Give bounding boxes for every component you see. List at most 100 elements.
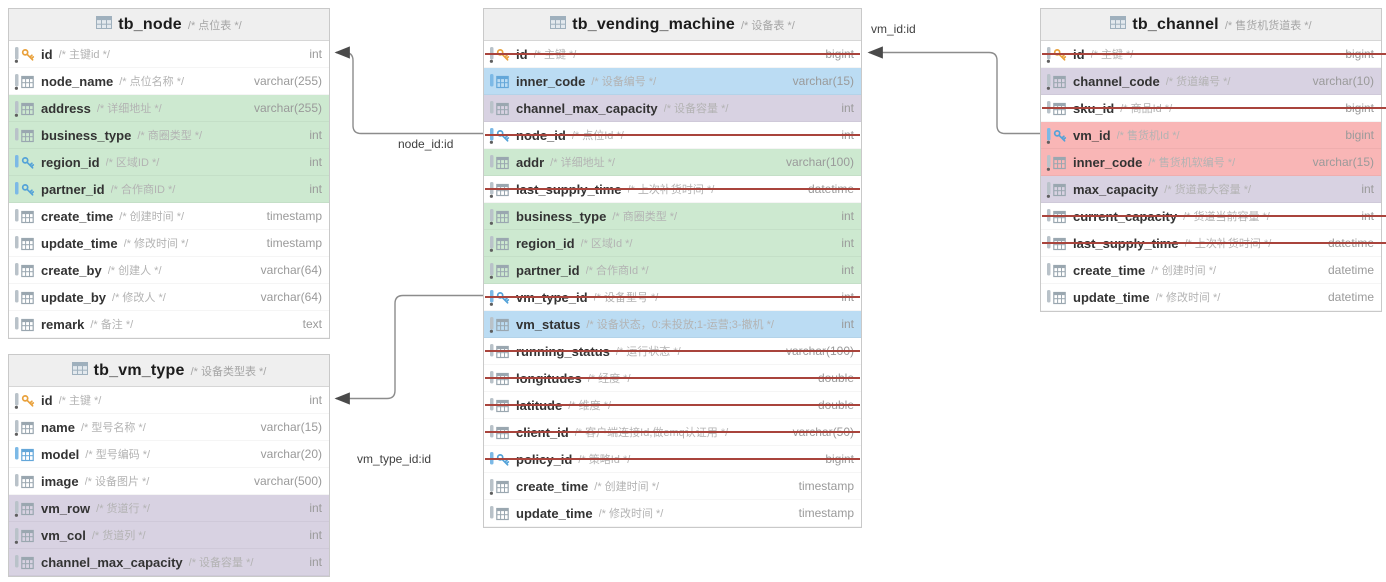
field-row-update_by[interactable]: update_by/* 修改人 */varchar(64) xyxy=(9,284,329,311)
column-icon xyxy=(489,316,513,333)
field-name: channel_code xyxy=(1073,73,1160,89)
field-name: business_type xyxy=(516,208,607,224)
field-type: int xyxy=(309,155,322,169)
table-title: tb_vm_type xyxy=(93,361,185,379)
field-row-channel_code[interactable]: channel_code /* 货道编号 */ varchar(10) xyxy=(1041,68,1381,95)
field-row-model[interactable]: model/* 型号编码 */varchar(20) xyxy=(9,441,329,468)
field-row-id[interactable]: id/* 主键 */int xyxy=(9,387,329,414)
column-icon xyxy=(1046,100,1070,117)
table-header[interactable]: tb_channel /* 售货机货道表 */ xyxy=(1041,9,1381,41)
field-row-update_time[interactable]: update_time/* 修改时间 */timestamp xyxy=(9,230,329,257)
relation-line-vm[interactable] xyxy=(867,46,1040,135)
field-comment: /* 合作商ID */ xyxy=(110,184,176,196)
field-row-vm_col[interactable]: vm_col/* 货道列 */int xyxy=(9,522,329,549)
relation-line-vm-type[interactable] xyxy=(334,294,483,405)
field-type: varchar(10) xyxy=(1312,74,1374,88)
field-comment: /* 区域Id */ xyxy=(580,238,633,250)
field-row-vm_type_id[interactable]: vm_type_id/* 设备型号 */int xyxy=(484,284,861,311)
column-icon xyxy=(14,419,38,436)
field-type: int xyxy=(841,290,854,304)
field-type: int xyxy=(1361,182,1374,196)
relation-label-vm_id: vm_id:id xyxy=(871,22,916,36)
field-type: int xyxy=(309,501,322,515)
field-row-inner_code[interactable]: inner_code/* 售货机软编号 */varchar(15) xyxy=(1041,149,1381,176)
field-row-node_id[interactable]: node_id/* 点位Id */int xyxy=(484,122,861,149)
column-icon xyxy=(489,397,513,414)
field-name: business_type xyxy=(41,127,132,143)
field-row-id[interactable]: id/* 主键 */bigint xyxy=(484,41,861,68)
field-row-create_time[interactable]: create_time/* 创建时间 */timestamp xyxy=(484,473,861,500)
field-type: timestamp xyxy=(266,236,322,250)
field-name: inner_code xyxy=(516,73,586,89)
field-comment: /* 设备图片 */ xyxy=(84,476,150,488)
field-name: update_by xyxy=(41,289,107,305)
field-row-current_capacity[interactable]: current_capacity/* 货道当前容量 */int xyxy=(1041,203,1386,230)
field-type: bigint xyxy=(825,47,854,61)
field-comment: /* 设备编号 */ xyxy=(591,76,657,88)
field-row-longitudes[interactable]: longitudes/* 经度 */double xyxy=(484,365,861,392)
field-row-channel_max_capacity[interactable]: channel_max_capacity/* 设备容量 */int xyxy=(484,95,861,122)
field-name: last_supply_time xyxy=(1073,235,1179,251)
field-name: vm_col xyxy=(41,527,86,543)
table-header[interactable]: tb_node /* 点位表 */ xyxy=(9,9,329,41)
field-comment: /* 创建时间 */ xyxy=(1151,265,1217,277)
field-row-node_name[interactable]: node_name/* 点位名称 */varchar(255) xyxy=(9,68,329,95)
table-tb_vending_machine[interactable]: tb_vending_machine /* 设备表 */ id/* 主键 */b… xyxy=(483,8,862,528)
field-comment: /* 货道行 */ xyxy=(96,503,150,515)
field-row-business_type[interactable]: business_type/* 商圈类型 */int xyxy=(9,122,329,149)
field-name: region_id xyxy=(516,235,575,251)
field-row-address[interactable]: address/* 详细地址 */varchar(255) xyxy=(9,95,329,122)
field-row-vm_id[interactable]: vm_id/* 售货机Id */bigint xyxy=(1041,122,1381,149)
field-row-last_supply_time[interactable]: last_supply_time/* 上次补货时间 */datetime xyxy=(484,176,861,203)
field-row-sku_id[interactable]: sku_id/* 商品Id */bigint xyxy=(1041,95,1386,122)
field-row-update_time[interactable]: update_time/* 修改时间 */datetime xyxy=(1041,284,1381,311)
field-row-running_status[interactable]: running_status/* 运行状态 */varchar(100) xyxy=(484,338,861,365)
field-row-remark[interactable]: remark/* 备注 */text xyxy=(9,311,329,338)
table-header[interactable]: tb_vm_type /* 设备类型表 */ xyxy=(9,355,329,387)
field-comment: /* 型号编码 */ xyxy=(85,449,151,461)
field-row-vm_row[interactable]: vm_row/* 货道行 */int xyxy=(9,495,329,522)
table-title: tb_vending_machine xyxy=(572,15,735,33)
field-row-vm_status[interactable]: vm_status/* 设备状态，0:未投放;1-运营;3-撤机 */int xyxy=(484,311,861,338)
field-row-id[interactable]: id/* 主键 */bigint xyxy=(1041,41,1386,68)
field-comment: /* 主键 */ xyxy=(533,49,577,61)
field-row-policy_id[interactable]: policy_id/* 策略Id */bigint xyxy=(484,446,861,473)
table-header[interactable]: tb_vending_machine /* 设备表 */ xyxy=(484,9,861,41)
field-comment: /* 点位名称 */ xyxy=(119,76,185,88)
field-row-inner_code[interactable]: inner_code/* 设备编号 */varchar(15) xyxy=(484,68,861,95)
field-comment: /* 货道当前容量 */ xyxy=(1183,211,1270,223)
field-row-create_time[interactable]: create_time/* 创建时间 */datetime xyxy=(1041,257,1381,284)
field-row-latitude[interactable]: latitude/* 维度 */double xyxy=(484,392,861,419)
field-type: int xyxy=(309,128,322,142)
field-row-region_id[interactable]: region_id/* 区域ID */int xyxy=(9,149,329,176)
field-row-business_type[interactable]: business_type/* 商圈类型 */int xyxy=(484,203,861,230)
field-row-region_id[interactable]: region_id/* 区域Id */int xyxy=(484,230,861,257)
field-row-channel_max_capacity[interactable]: channel_max_capacity/* 设备容量 */int xyxy=(9,549,329,576)
field-name: region_id xyxy=(41,154,100,170)
field-row-name[interactable]: name/* 型号名称 */varchar(15) xyxy=(9,414,329,441)
table-tb_channel[interactable]: tb_channel /* 售货机货道表 */ id/* 主键 */bigint… xyxy=(1040,8,1386,312)
field-row-client_id[interactable]: client_id/* 客户端连接Id,做emq认证用 */varchar(50… xyxy=(484,419,861,446)
field-comment: /* 货道编号 */ xyxy=(1165,76,1231,88)
field-comment: /* 点位Id */ xyxy=(571,130,624,142)
field-comment: /* 售货机Id */ xyxy=(1116,130,1180,142)
field-row-partner_id[interactable]: partner_id/* 合作商Id */int xyxy=(484,257,861,284)
field-row-addr[interactable]: addr/* 详细地址 */varchar(100) xyxy=(484,149,861,176)
field-row-id[interactable]: id/* 主键id */int xyxy=(9,41,329,68)
field-name: image xyxy=(41,473,79,489)
field-type: datetime xyxy=(1327,290,1374,304)
field-row-partner_id[interactable]: partner_id/* 合作商ID */int xyxy=(9,176,329,203)
field-row-create_by[interactable]: create_by/* 创建人 */varchar(64) xyxy=(9,257,329,284)
field-row-last_supply_time[interactable]: last_supply_time/* 上次补货时间 */datetime xyxy=(1041,230,1386,257)
field-type: double xyxy=(817,398,854,412)
field-row-update_time[interactable]: update_time/* 修改时间 */timestamp xyxy=(484,500,861,527)
field-comment: /* 详细地址 */ xyxy=(550,157,615,169)
field-row-create_time[interactable]: create_time/* 创建时间 */timestamp xyxy=(9,203,329,230)
field-row-max_capacity[interactable]: max_capacity/* 货道最大容量 */int xyxy=(1041,176,1381,203)
column-icon xyxy=(489,505,513,522)
relation-line-node[interactable] xyxy=(334,46,483,135)
field-row-image[interactable]: image/* 设备图片 */varchar(500) xyxy=(9,468,329,495)
column-icon xyxy=(489,100,513,117)
